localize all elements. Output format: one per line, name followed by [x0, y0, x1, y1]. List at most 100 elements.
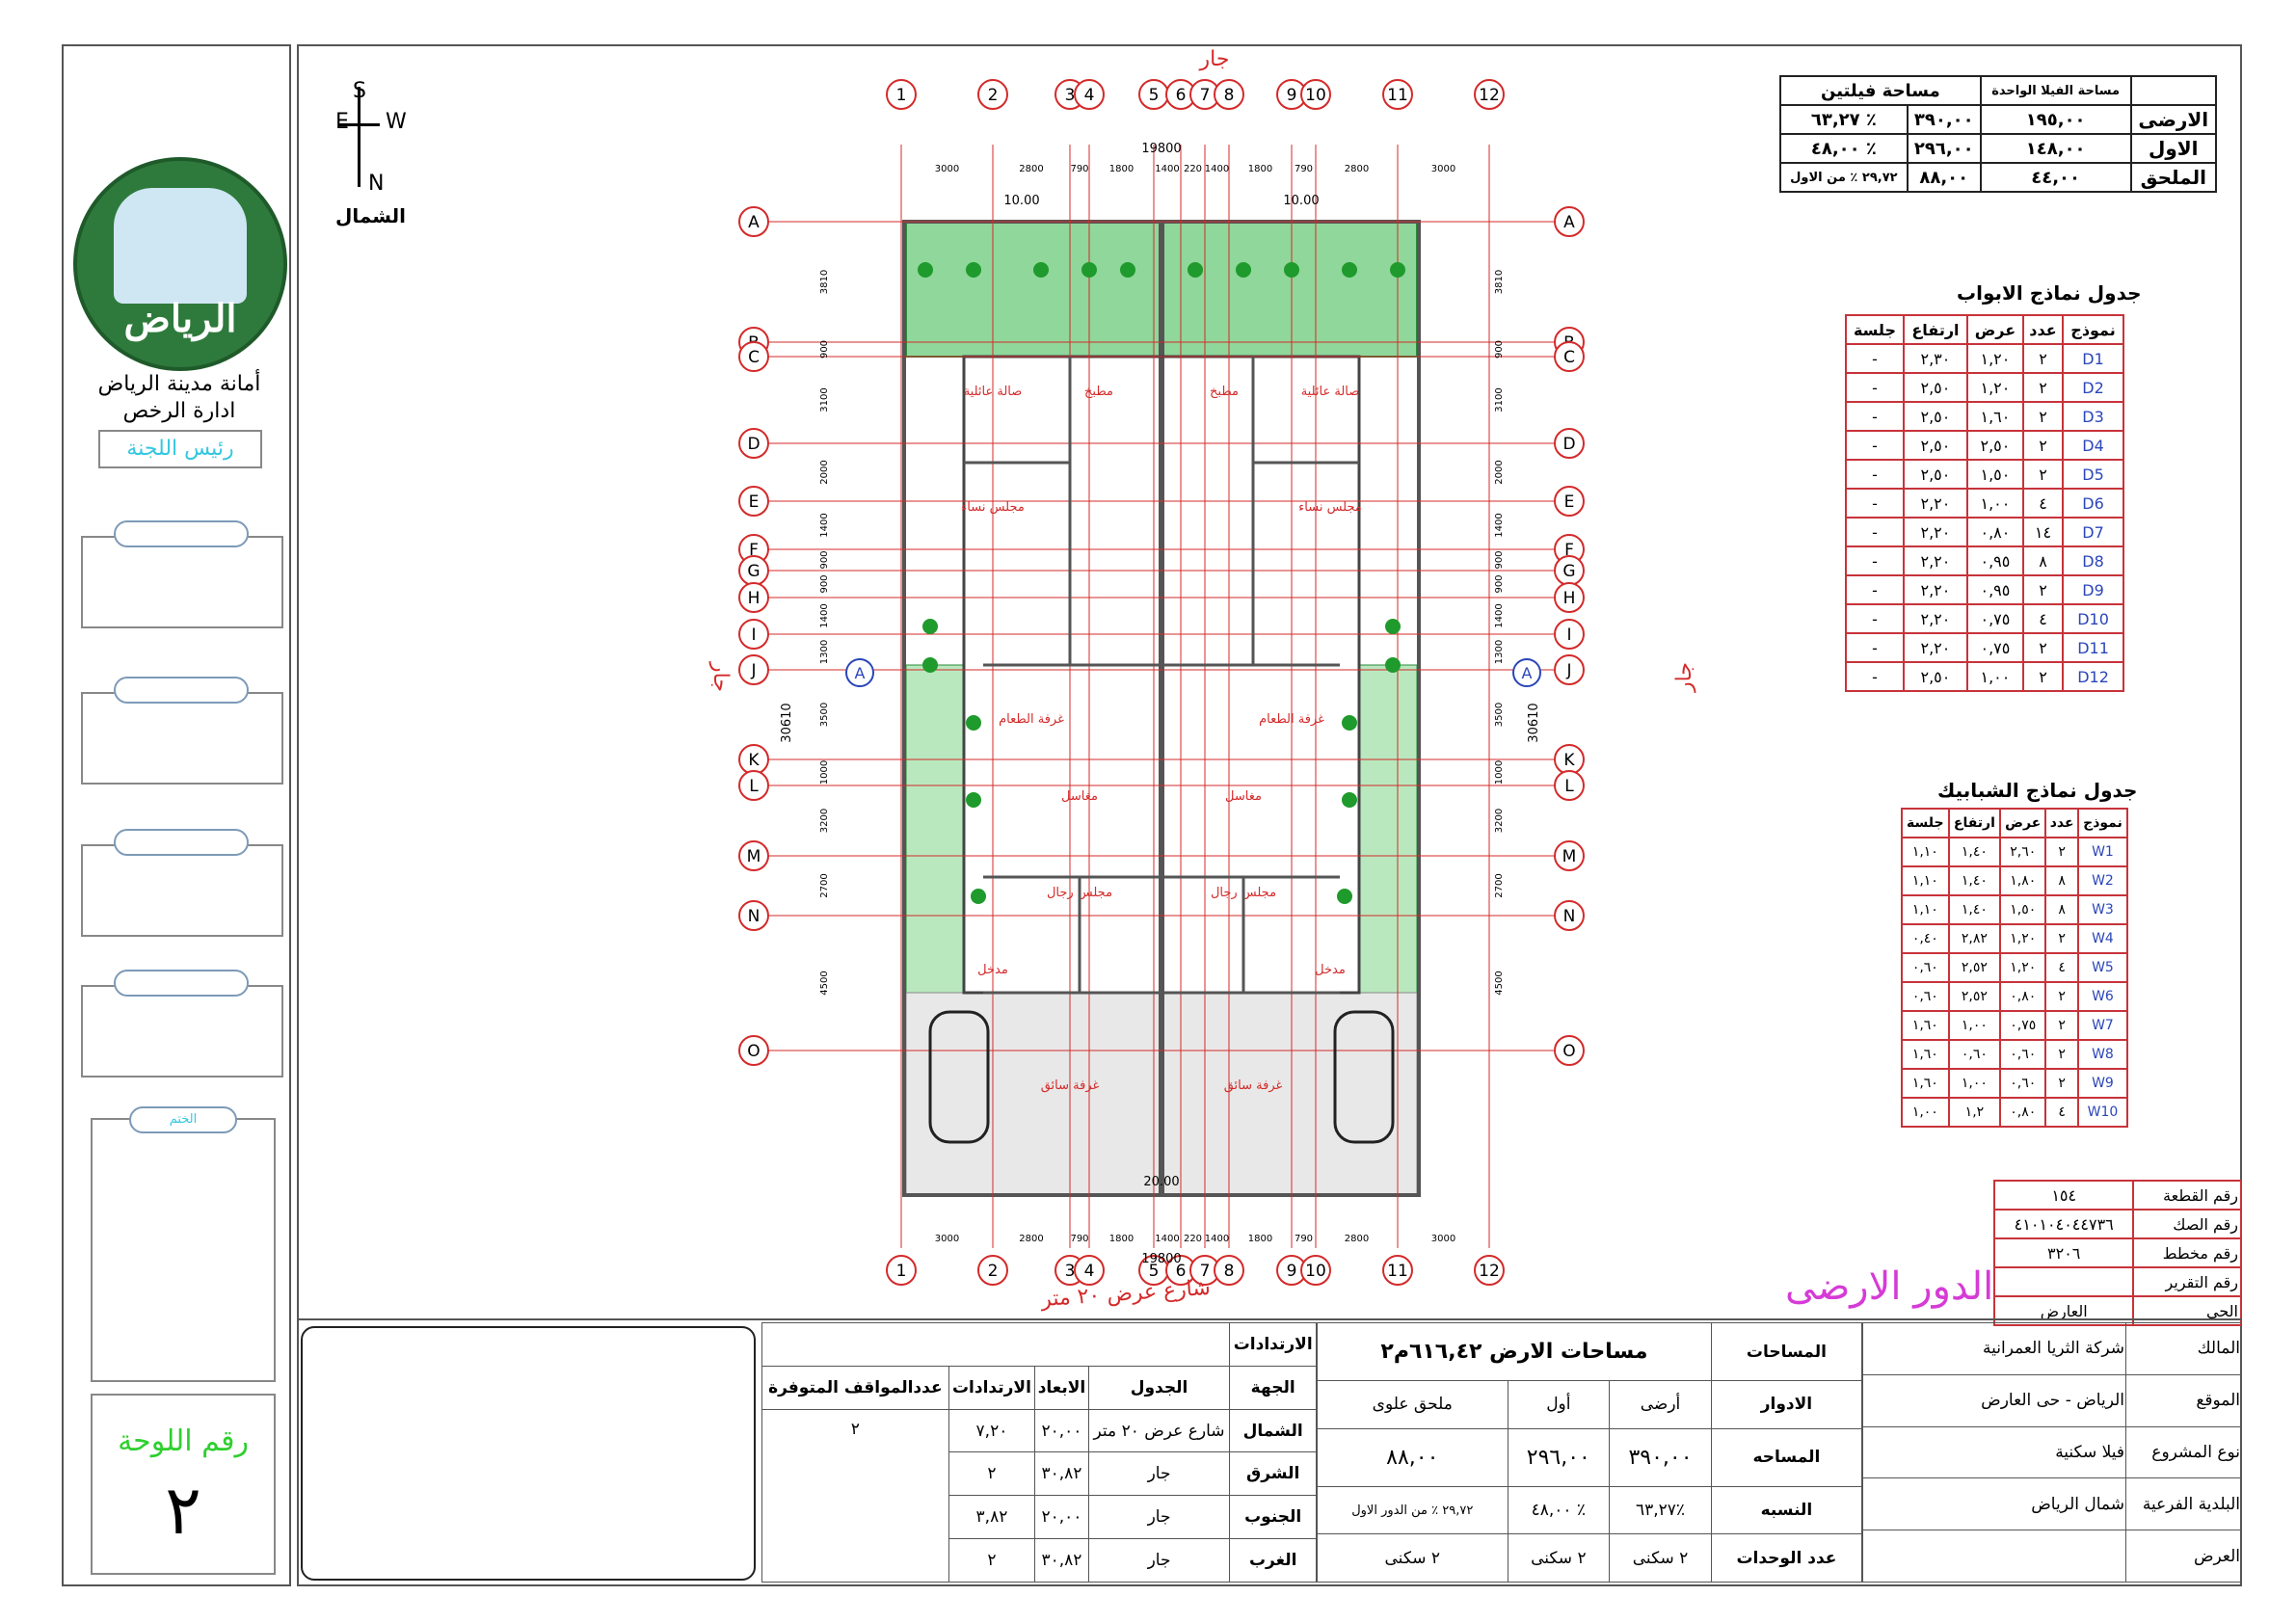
room-left-7: غرفة سائق [1041, 1078, 1100, 1093]
setbacks-header-2: الابعاد [1034, 1365, 1089, 1410]
units-ground: ٢ سكنى [1609, 1533, 1712, 1583]
grid-col-bubble-1 [886, 79, 917, 110]
ratio-ground: ٦٣,٢٧٪ [1609, 1485, 1712, 1535]
grid-row-label-C: C [748, 348, 760, 367]
doors_table-cell: ١,٦٠ [1965, 401, 2024, 432]
tree-icon [1081, 262, 1097, 278]
windows_table-cell: ١,٦٠ [1901, 1039, 1950, 1070]
doors_table-cell: ٢,٢٠ [1902, 545, 1968, 576]
right-dim-13: 4500 [1494, 971, 1505, 995]
project-info-value: فيلا سكنية [1862, 1425, 2126, 1479]
grid-col-bubble-2 [977, 1255, 1008, 1286]
windows_table-cell: ١,٥٠ [1999, 894, 2047, 925]
left-dim-13: 4500 [819, 971, 830, 995]
tree-icons [918, 262, 1405, 904]
windows_table-cell: ١,٦٠ [1901, 1068, 1950, 1099]
area-ground: ٣٩٠,٠٠ [1609, 1427, 1712, 1487]
room-left-1: مطبخ [1084, 385, 1113, 399]
doors_table-cell: ٠,٧٥ [1965, 632, 2024, 663]
grid-col-label-7: 7 [1200, 86, 1211, 105]
doors_table-cell: ٢,٥٠ [1902, 372, 1968, 403]
section-a-right [1512, 658, 1541, 687]
doors_table-header-4: جلسة [1845, 314, 1905, 345]
ratio-label: النسبه [1710, 1485, 1863, 1535]
right-dim-1: 900 [1494, 340, 1505, 359]
left-dim-12: 2700 [819, 873, 830, 897]
grid-row-label-H: H [1563, 589, 1576, 608]
bottom-dim-7: 1800 [1248, 1234, 1272, 1244]
doors_table-cell: - [1845, 401, 1905, 432]
doors_table-cell: ١٤ [2021, 517, 2065, 547]
doors_table-cell: ٢,٥٠ [1902, 661, 1968, 692]
neighbor-right-label: جار [1671, 662, 1696, 692]
doors_table-cell: - [1845, 459, 1905, 490]
right-dim-0: 3810 [1494, 270, 1505, 294]
windows_table-cell: W7 [2076, 1010, 2129, 1041]
windows_table-header-4: جلسة [1901, 808, 1950, 838]
doors_table-cell: ٢,٥٠ [1902, 459, 1968, 490]
compass-w: W [386, 110, 407, 134]
grid-row-label-J: J [1565, 661, 1571, 680]
windows_table-cell: W3 [2076, 894, 2129, 925]
doors_table-cell: D11 [2062, 632, 2124, 663]
grid-row-label-D: D [1562, 435, 1575, 454]
doors_table-cell: - [1845, 574, 1905, 605]
doors_table-cell: D6 [2062, 488, 2124, 519]
bottom-dim-1: 2800 [1019, 1234, 1043, 1244]
windows_table-cell: ١,٢٠ [1999, 952, 2047, 983]
tree-icon [918, 262, 933, 278]
signature-box-3 [81, 844, 283, 937]
setbacks-blank [761, 1322, 1231, 1367]
two-first: ٢٩٦,٠٠ [1906, 133, 1982, 164]
grid-col-bubble-12 [1474, 1255, 1505, 1286]
grid-row-bubble-L [738, 770, 769, 801]
grid-col-bubble-8 [1214, 79, 1244, 110]
grid-row-label-O: O [1562, 1042, 1575, 1061]
grid-row-label-F: F [749, 541, 759, 560]
setback-value: ٣,٨٢ [948, 1495, 1036, 1540]
bottom-dim-2: 790 [1070, 1234, 1088, 1244]
grid-col-label-11: 11 [1387, 86, 1408, 105]
setbacks-header-1: الجدول [1087, 1365, 1231, 1410]
plot-info-label: الحى [2132, 1295, 2242, 1326]
grid-row-bubble-N [1554, 900, 1585, 931]
one-villa-header: مساحة الفيلا الواحدة [1979, 75, 2132, 106]
doors_table-cell: ٢,٢٠ [1902, 603, 1968, 634]
one-ground: ١٩٥,٠٠ [1979, 104, 2132, 135]
section-a-right-label: A [1522, 664, 1533, 682]
riyadh-logo: الرياض [73, 157, 287, 371]
room-left-0: صالة عائلية [964, 385, 1023, 399]
grid-col-bubble-10 [1300, 1255, 1331, 1286]
doors_table-cell: ٢,٢٠ [1902, 488, 1968, 519]
bottom-dim-9: 2800 [1345, 1234, 1369, 1244]
top-dim-1: 2800 [1019, 164, 1043, 174]
top-dim-0: 3000 [935, 164, 959, 174]
project-info-value [1862, 1530, 2126, 1583]
windows_table-cell: ٠,٨٠ [1999, 981, 2047, 1012]
setbacks-header-4: عددالمواقف المتوفرة [761, 1365, 949, 1410]
windows_table-cell: ١,٢٠ [1999, 923, 2047, 954]
ratio-annex: ٢٩,٧٢ ٪ من الدور الاول [1317, 1485, 1508, 1535]
left-dim-8: 1300 [819, 640, 830, 664]
tree-icon [1390, 262, 1405, 278]
stamp-label: الختم [129, 1106, 237, 1133]
room-left-5: مغاسل [1061, 789, 1098, 804]
windows_table-cell: ١,٠٠ [1947, 1068, 2002, 1099]
side-garden-left [905, 664, 965, 994]
doors_table-cell: ٠,٨٠ [1965, 517, 2024, 547]
parking-count: ٢ [761, 1408, 949, 1583]
doors_table-cell: ٢,٢٠ [1902, 517, 1968, 547]
doors_table-cell: ٨ [2021, 545, 2065, 576]
left-dim-7: 1400 [819, 603, 830, 627]
setbacks-header-3: الارتدادات [948, 1365, 1036, 1410]
project-info-value: شمال الرياض [1862, 1477, 2126, 1531]
